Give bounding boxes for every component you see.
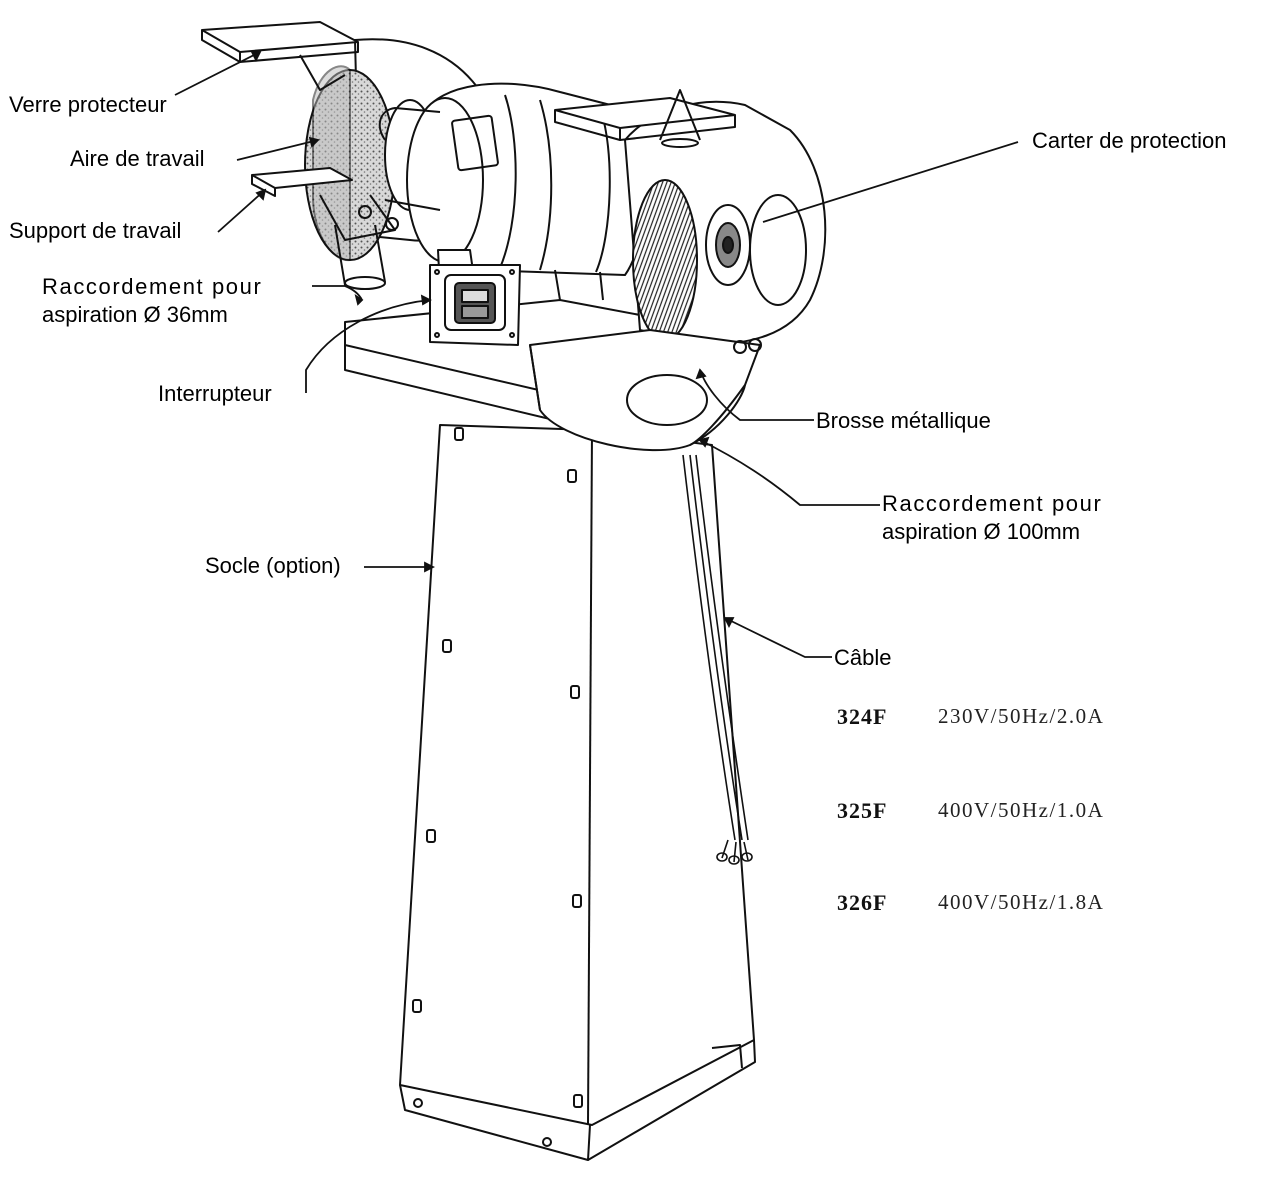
spec-rating-325f: 400V/50Hz/1.0A [938, 798, 1105, 822]
spec-model-325f: 325F [837, 798, 888, 823]
label-aire-de-travail: Aire de travail [70, 146, 205, 171]
label-interrupteur: Interrupteur [158, 381, 272, 406]
spec-rating-326f: 400V/50Hz/1.8A [938, 890, 1105, 914]
label-cable: Câble [834, 645, 892, 670]
label-raccordement-100-line2: aspiration Ø 100mm [882, 519, 1081, 544]
label-carter-de-protection: Carter de protection [1032, 128, 1227, 153]
label-brosse-metallique: Brosse métallique [816, 408, 991, 433]
label-raccordement-100-line1: Raccordement pour [882, 491, 1103, 516]
label-socle: Socle (option) [205, 553, 341, 578]
label-support-de-travail: Support de travail [9, 218, 182, 243]
spec-model-324f: 324F [837, 704, 888, 729]
stand [399, 424, 756, 1161]
cable [682, 454, 753, 865]
spec-rating-324f: 230V/50Hz/2.0A [938, 704, 1105, 728]
label-raccordement-36-line2: aspiration Ø 36mm [42, 302, 228, 327]
label-raccordement-36-line1: Raccordement pour [42, 274, 263, 299]
spec-model-326f: 326F [837, 890, 888, 915]
right-guard [529, 89, 827, 452]
leader-lines [174, 51, 1019, 658]
label-verre-protecteur: Verre protecteur [9, 92, 167, 117]
